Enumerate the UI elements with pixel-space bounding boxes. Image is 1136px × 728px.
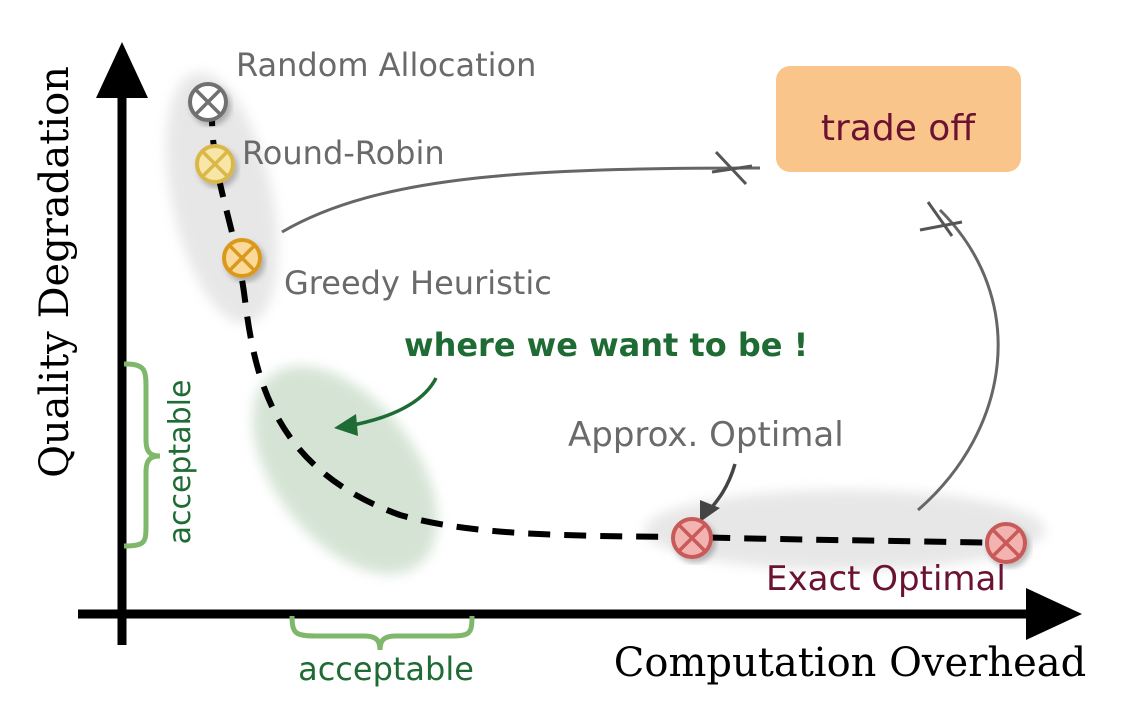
approx-arrow-head (700, 500, 720, 522)
round-robin-label: Round-Robin (242, 134, 445, 172)
target-callout: where we want to be ! (404, 326, 808, 364)
tradeoff-box (776, 66, 1021, 172)
tradeoff-cross-left (711, 150, 753, 186)
y-acceptable-label: acceptable (163, 380, 198, 545)
tradeoff-connector-right (917, 208, 1000, 512)
x-axis-label: Computation Overhead (614, 640, 1086, 686)
acceptable-region (252, 366, 438, 574)
tradeoff-cross-right (919, 201, 963, 237)
greedy-heuristic-marker (222, 238, 262, 278)
y-axis (96, 42, 148, 645)
random-allocation-marker (188, 82, 228, 122)
target-arrow (347, 377, 438, 428)
greedy-heuristic-label: Greedy Heuristic (284, 264, 552, 302)
exact-optimal-marker (985, 522, 1027, 564)
tradeoff-label: trade off (821, 108, 976, 149)
approx-optimal-label: Approx. Optimal (568, 415, 844, 455)
x-acceptable-bracket (289, 615, 475, 651)
x-acceptable-label: acceptable (298, 650, 474, 688)
exact-optimal-label: Exact Optimal (766, 559, 1006, 599)
y-acceptable-bracket (123, 361, 161, 549)
approx-optimal-marker (671, 517, 713, 559)
x-axis (78, 588, 1082, 640)
tradeoff-connector-left (281, 166, 761, 234)
target-arrow-head (334, 414, 358, 436)
optimal-region (645, 490, 1045, 570)
y-axis-label: Quality Degradation (32, 66, 78, 478)
random-allocation-label: Random Allocation (236, 46, 536, 84)
round-robin-marker (195, 144, 235, 184)
